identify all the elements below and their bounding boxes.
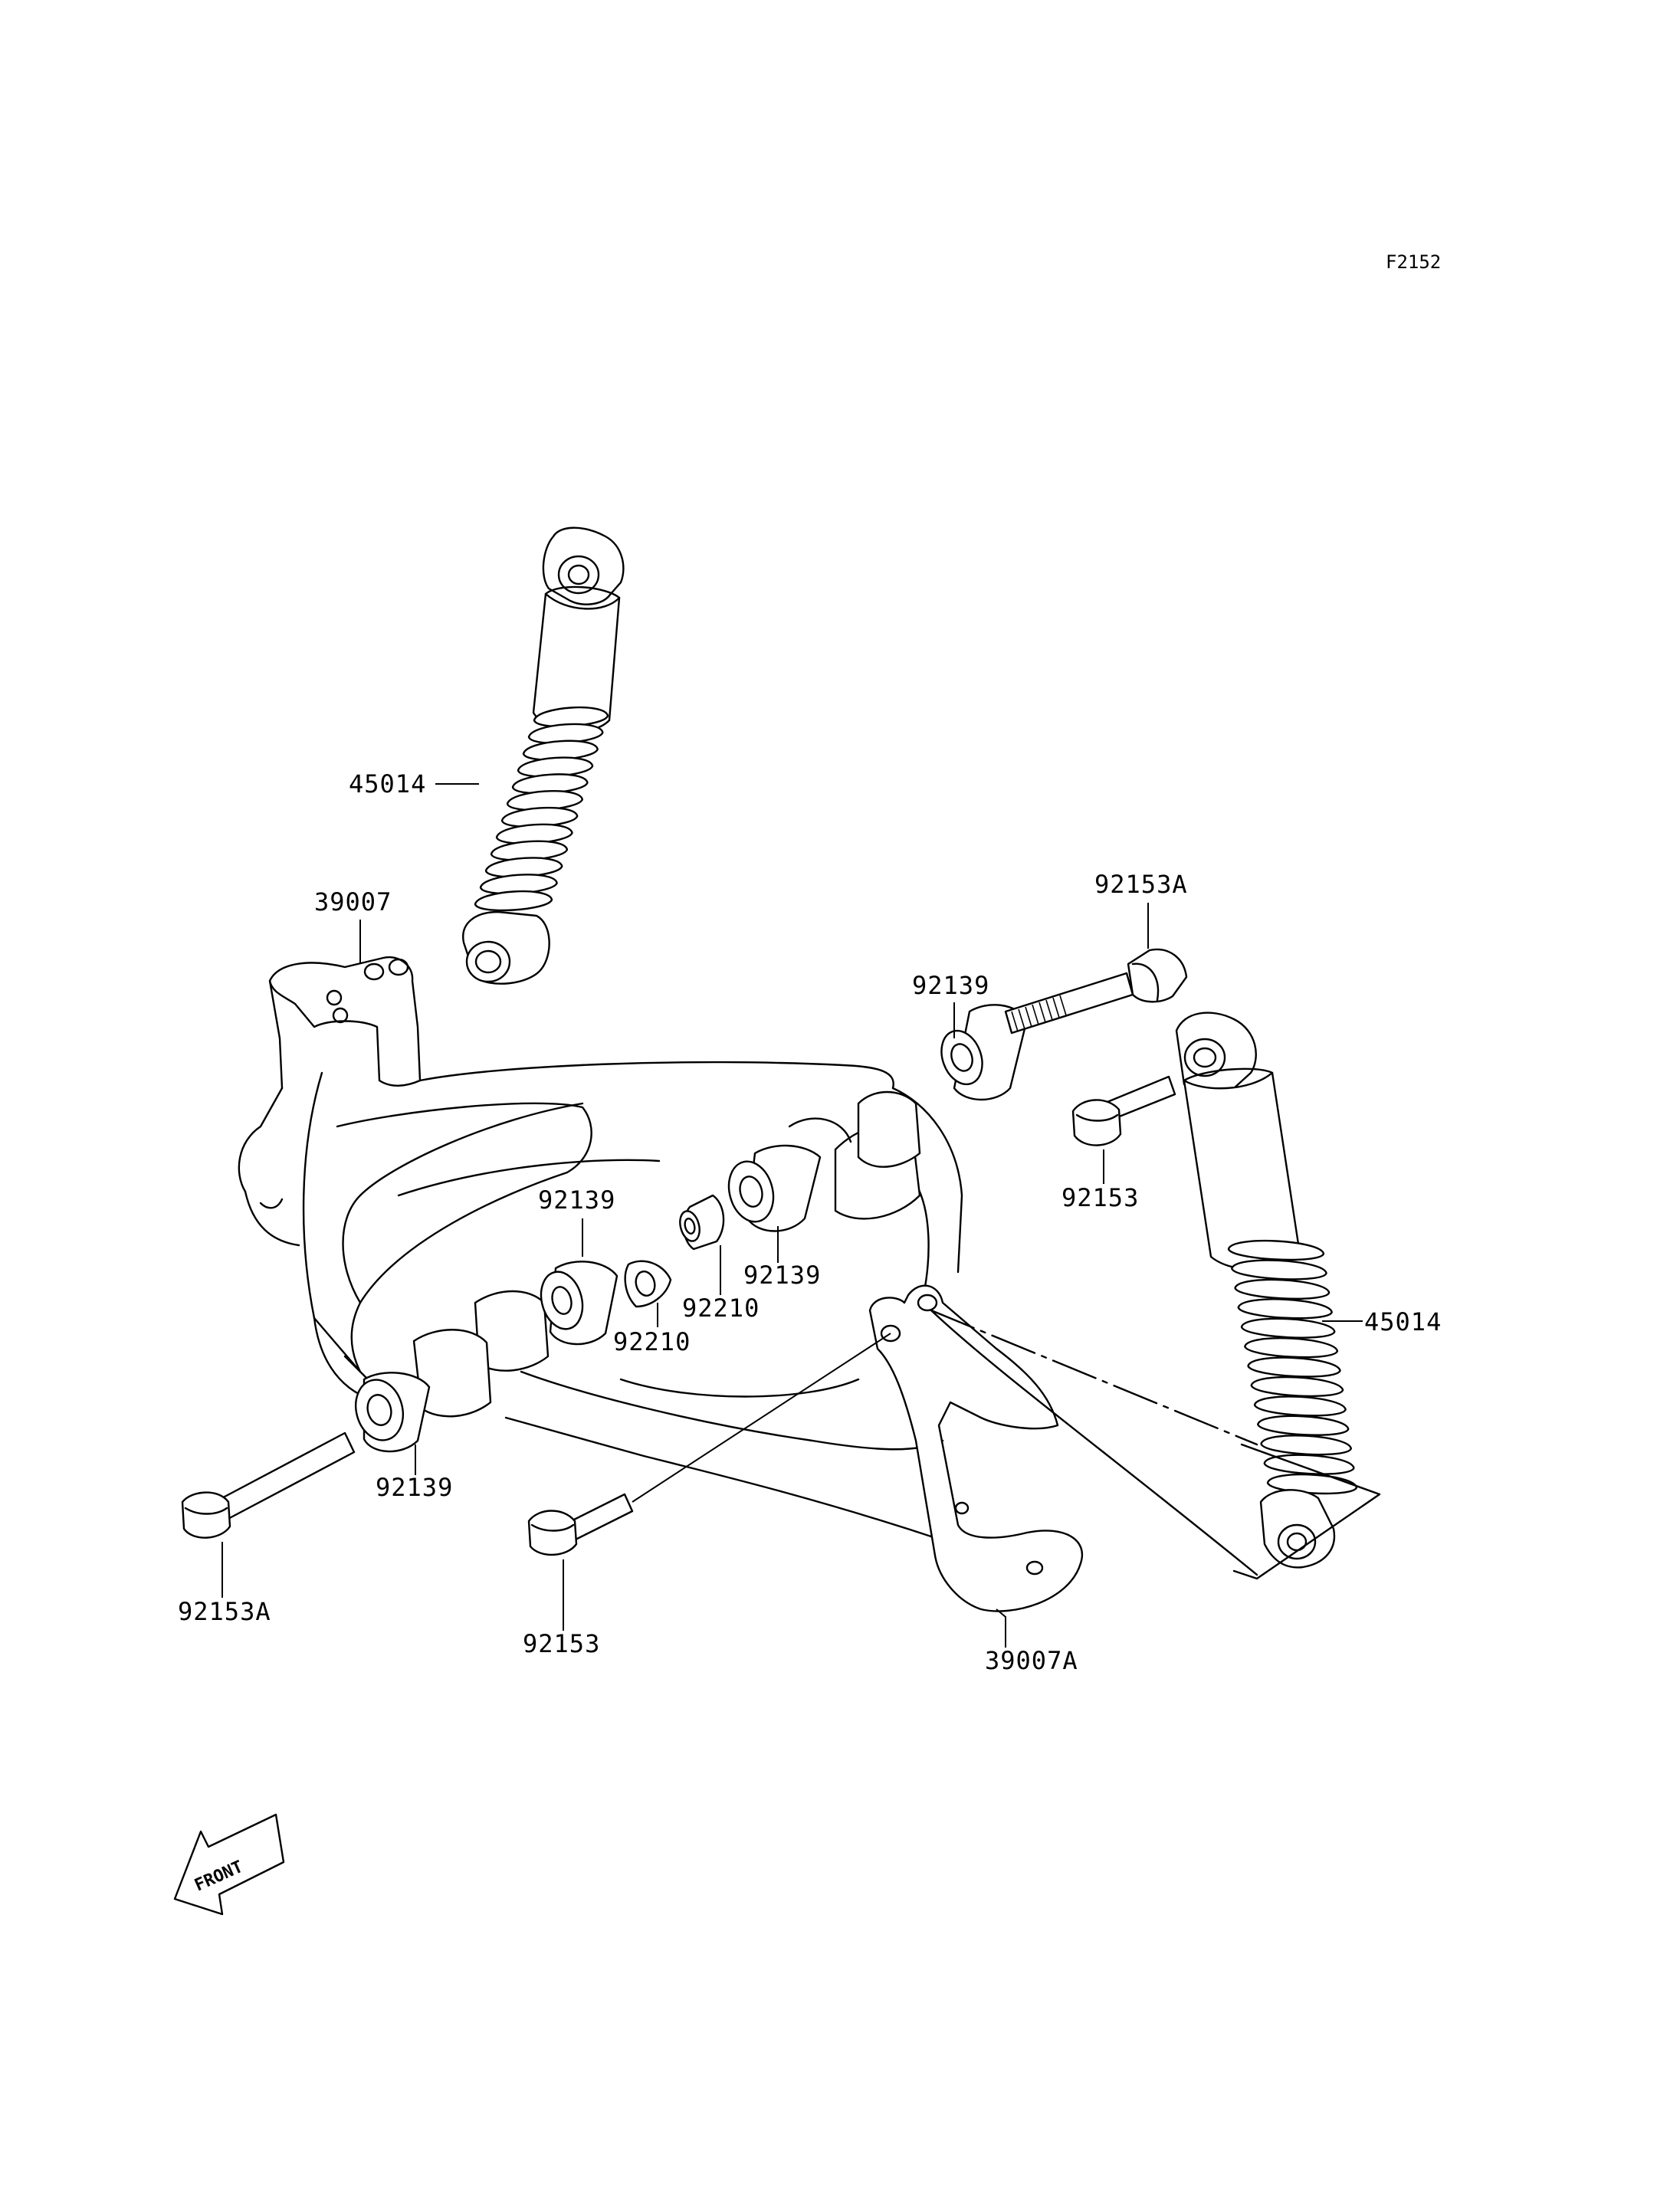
label-bolt-lower-left: 92153A [178,1597,271,1626]
label-bush-lower-left: 92139 [376,1473,453,1502]
label-arm-bracket-upper: 39007 [314,887,392,917]
label-shock-right: 45014 [1364,1307,1442,1336]
alignment-line-upper [930,1309,1258,1446]
shock-absorber-upper [462,526,625,985]
label-arm-bracket-lower: 39007A [985,1646,1078,1675]
label-collar-right: 92210 [682,1294,760,1323]
label-bolt-lower-small: 92153 [523,1629,600,1658]
label-bush-center-right: 92139 [743,1261,821,1290]
pivot-upper-right [679,1004,1029,1251]
label-bolt-upper-right: 92153A [1094,870,1188,899]
bolt-long-lower-left [181,1431,356,1539]
alignment-line-lower [930,1309,1258,1576]
label-bush-center-upper: 92139 [538,1185,615,1215]
leader-arm-bracket-lower [996,1608,1006,1648]
bolt-short-upper [1071,1075,1176,1146]
label-shock-upper: 45014 [349,769,426,798]
label-bolt-upper-small: 92153 [1061,1183,1139,1212]
bolt-long-upper-right [1004,948,1188,1035]
figure-code: F2152 [1386,251,1441,273]
shock-absorber-right [1175,1012,1358,1569]
front-direction-indicator: FRONT [173,1813,285,1916]
bolt-short-lower [527,1333,891,1556]
pivot-lower-left [355,1260,672,1453]
swing-arm-frame [238,956,1083,1612]
alignment-line-shock [1232,1443,1381,1580]
label-collar-left: 92210 [613,1327,691,1356]
label-bush-top-right: 92139 [912,971,989,1000]
